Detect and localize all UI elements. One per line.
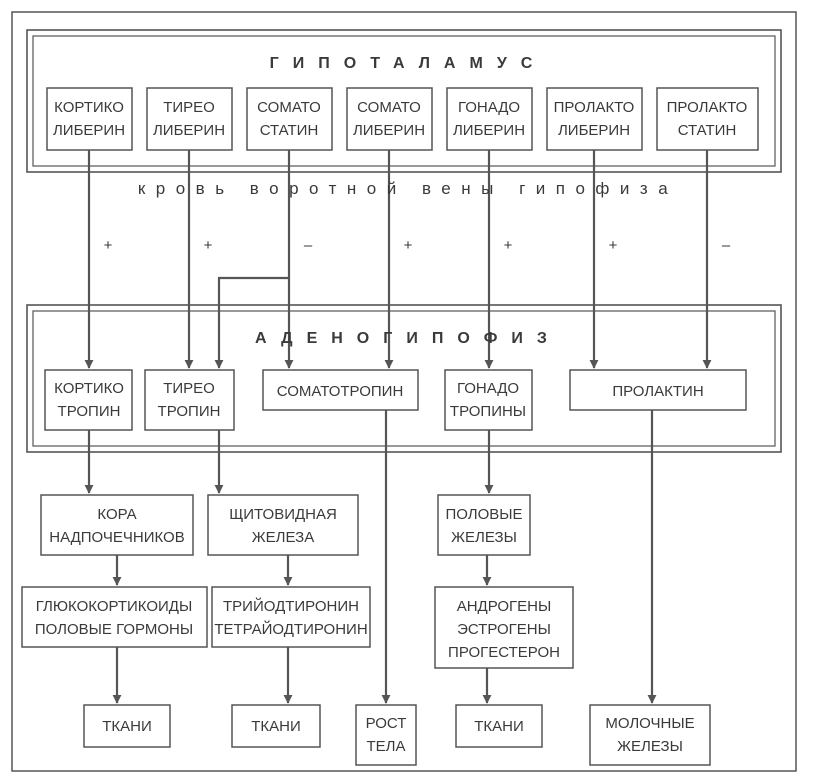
gland-box-adrenal-cortex: КОРА НАДПОЧЕЧНИКОВ	[40, 494, 194, 556]
target-box-mammary-glands: МОЛОЧНЫЕ ЖЕЛЕЗЫ	[589, 704, 711, 766]
adenohypophysis-title: АДЕНОГИПОФИЗ	[255, 330, 561, 347]
adenohypophysis-frame	[26, 304, 782, 453]
box-line-1: ПРОЛАКТИН	[612, 383, 703, 400]
box-line-2: ЛИБЕРИН	[153, 122, 225, 139]
sign-corticoliberin: +	[104, 237, 113, 254]
final-targets: ТКАНИ ТКАНИ РОСТ ТЕЛА ТКАНИ МОЛОЧНЫЕ ЖЕЛ…	[83, 704, 711, 766]
hormones-box-gonads: АНДРОГЕНЫ ЭСТРОГЕНЫ ПРОГЕСТЕРОН	[434, 586, 574, 669]
box-line-2: ЖЕЛЕЗЫ	[617, 738, 683, 755]
hypothalamus-hormones: КОРТИКО ЛИБЕРИН ТИРЕО ЛИБЕРИН СОМАТО СТА…	[46, 87, 759, 151]
hypothalamus-frame	[26, 29, 782, 173]
sign-thyreoliberin: +	[204, 237, 213, 254]
portal-vein-label: кровь воротной вены гипофиза	[138, 179, 678, 198]
box-line-1: МОЛОЧНЫЕ	[605, 715, 694, 732]
box-line-1: СОМАТО	[357, 99, 421, 116]
box-line-1: ТРИЙОДТИРОНИН	[223, 597, 359, 615]
box-line-2: ЖЕЛЕЗЫ	[451, 529, 517, 546]
box-line-2: ЭСТРОГЕНЫ	[457, 621, 551, 638]
sign-gonadoliberin: +	[504, 237, 513, 254]
box-line-1: РОСТ	[366, 715, 407, 732]
box-line-2: ТРОПИН	[158, 403, 221, 420]
box-line-1: ТКАНИ	[474, 718, 524, 735]
box-line-1: КОРА	[97, 506, 136, 523]
hypothalamus-box-somatoliberin: СОМАТО ЛИБЕРИН	[346, 87, 433, 151]
sign-prolactostatin: –	[722, 237, 731, 254]
hypothalamus-box-prolactostatin: ПРОЛАКТО СТАТИН	[656, 87, 759, 151]
box-line-2: ТЕЛА	[366, 738, 405, 755]
hormones-box-thyroid: ТРИЙОДТИРОНИН ТЕТРАЙОДТИРОНИН	[211, 586, 371, 648]
release-arrows	[84, 150, 712, 369]
box-line-1: ТКАНИ	[251, 718, 301, 735]
box-line-1: КОРТИКО	[54, 99, 124, 116]
pituitary-box-prolactin: ПРОЛАКТИН	[569, 369, 747, 411]
box-line-1: КОРТИКО	[54, 380, 124, 397]
pituitary-box-somatotropin: СОМАТОТРОПИН	[262, 369, 419, 411]
box-line-1: ПОЛОВЫЕ	[445, 506, 522, 523]
pituitary-hormones: КОРТИКО ТРОПИН ТИРЕО ТРОПИН СОМАТОТРОПИН…	[44, 369, 747, 431]
outer-frame	[11, 11, 797, 772]
box-line-2: ТРОПИНЫ	[450, 403, 526, 420]
box-line-2: ТЕТРАЙОДТИРОНИН	[214, 620, 367, 638]
box-line-2: ЛИБЕРИН	[453, 122, 525, 139]
box-line-1: ТИРЕО	[163, 99, 215, 116]
box-line-1: ТКАНИ	[102, 718, 152, 735]
box-line-2: СТАТИН	[260, 122, 319, 139]
box-line-2: ЛИБЕРИН	[558, 122, 630, 139]
hormones-box-adrenal: ГЛЮКОКОРТИКОИДЫ ПОЛОВЫЕ ГОРМОНЫ	[21, 586, 208, 648]
downstream-arrows	[84, 410, 657, 704]
hypothalamus-box-corticoliberin: КОРТИКО ЛИБЕРИН	[46, 87, 133, 151]
hypothalamus-box-gonadoliberin: ГОНАДО ЛИБЕРИН	[446, 87, 533, 151]
hypothalamus-box-prolactoliberin: ПРОЛАКТО ЛИБЕРИН	[546, 87, 643, 151]
box-line-2: ЛИБЕРИН	[53, 122, 125, 139]
box-line-3: ПРОГЕСТЕРОН	[448, 644, 560, 661]
box-line-1: СОМАТО	[257, 99, 321, 116]
hypothalamus-title: ГИПОТАЛАМУС	[270, 55, 547, 72]
hypothalamus-box-thyreoliberin: ТИРЕО ЛИБЕРИН	[146, 87, 233, 151]
box-line-1: СОМАТОТРОПИН	[277, 383, 404, 400]
gland-box-gonads: ПОЛОВЫЕ ЖЕЛЕЗЫ	[437, 494, 531, 556]
pituitary-box-gonadotropins: ГОНАДО ТРОПИНЫ	[444, 369, 533, 431]
target-box-tissues-2: ТКАНИ	[231, 704, 321, 748]
box-line-1: ГОНАДО	[457, 380, 519, 397]
sign-prolactoliberin: +	[609, 237, 618, 254]
gland-box-thyroid: ЩИТОВИДНАЯ ЖЕЛЕЗА	[207, 494, 359, 556]
sign-somatoliberin: +	[404, 237, 413, 254]
effect-signs: + + – + + + –	[104, 237, 731, 254]
arrow-somatostatin-to-thyreotropin	[214, 150, 291, 369]
box-line-1: АНДРОГЕНЫ	[457, 598, 552, 615]
box-line-2: ЛИБЕРИН	[353, 122, 425, 139]
pituitary-box-thyreotropin: ТИРЕО ТРОПИН	[144, 369, 235, 431]
box-line-1: ТИРЕО	[163, 380, 215, 397]
box-line-1: ГОНАДО	[458, 99, 520, 116]
target-box-body-growth: РОСТ ТЕЛА	[355, 704, 417, 766]
box-line-2: ПОЛОВЫЕ ГОРМОНЫ	[35, 621, 193, 638]
box-line-1: ПРОЛАКТО	[667, 99, 748, 116]
box-line-1: ЩИТОВИДНАЯ	[229, 506, 337, 523]
box-line-1: ПРОЛАКТО	[554, 99, 635, 116]
sign-somatostatin: –	[304, 237, 313, 254]
target-glands: КОРА НАДПОЧЕЧНИКОВ ЩИТОВИДНАЯ ЖЕЛЕЗА ПОЛ…	[40, 494, 531, 556]
box-line-2: ЖЕЛЕЗА	[252, 529, 314, 546]
hypothalamus-box-somatostatin: СОМАТО СТАТИН	[246, 87, 333, 151]
box-line-2: НАДПОЧЕЧНИКОВ	[49, 529, 184, 546]
peripheral-hormones: ГЛЮКОКОРТИКОИДЫ ПОЛОВЫЕ ГОРМОНЫ ТРИЙОДТИ…	[21, 586, 574, 669]
target-box-tissues-1: ТКАНИ	[83, 704, 171, 748]
pituitary-box-corticotropin: КОРТИКО ТРОПИН	[44, 369, 133, 431]
box-line-2: СТАТИН	[678, 122, 737, 139]
box-line-1: ГЛЮКОКОРТИКОИДЫ	[36, 598, 192, 615]
box-line-2: ТРОПИН	[58, 403, 121, 420]
target-box-tissues-3: ТКАНИ	[455, 704, 543, 748]
